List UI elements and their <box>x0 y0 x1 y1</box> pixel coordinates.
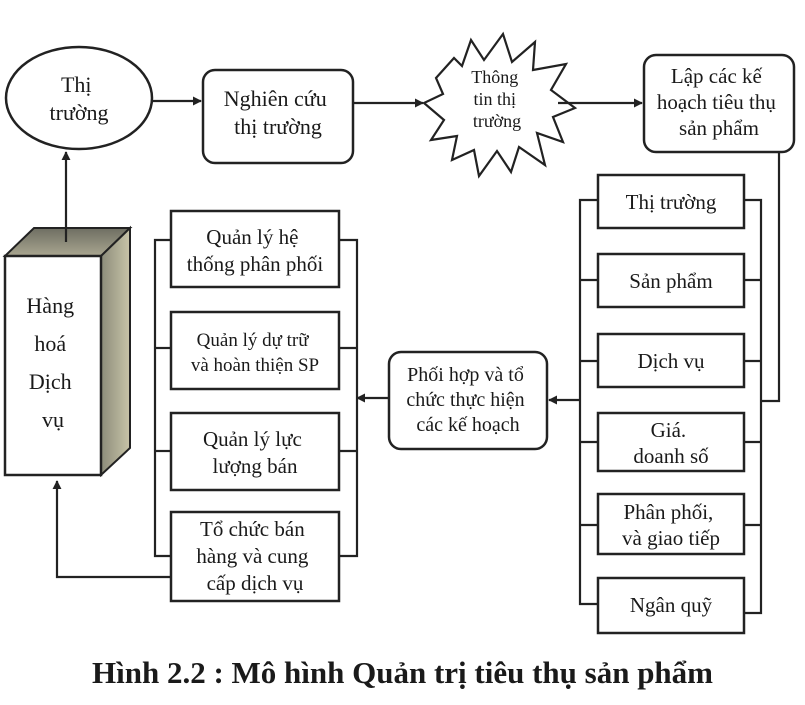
right-item-label-2: Sản phẩm <box>629 269 712 293</box>
right-item-box-3 <box>596 332 746 389</box>
market-label: Thị trường <box>50 72 109 125</box>
info-burst <box>421 31 578 179</box>
left-item-box-3 <box>169 411 341 492</box>
info-label: Thông tin thị trường <box>471 67 523 131</box>
right-bracket <box>578 152 781 615</box>
research-box <box>201 68 355 165</box>
left-item-label-4: Tổ chức bán hàng và cung cấp dịch vụ <box>196 517 313 595</box>
coordinate-box <box>387 350 549 451</box>
right-item-label-3: Dịch vụ <box>637 349 705 373</box>
left-item-box-1 <box>169 209 341 289</box>
plan-box <box>642 53 796 154</box>
market-ellipse <box>4 45 154 151</box>
left-item-box-2 <box>169 310 341 391</box>
left-item-label-2: Quản lý dự trữ và hoàn thiện SP <box>191 330 319 376</box>
right-item-label-1: Thị trường <box>626 190 717 214</box>
left-bracket <box>153 238 359 558</box>
right-item-label-4: Giá. doanh số <box>633 418 709 468</box>
figure-caption: Hình 2.2 : Mô hình Quản trị tiêu thụ sản… <box>91 655 713 690</box>
right-item-box-4 <box>596 411 746 473</box>
goods-block-side <box>100 225 131 478</box>
research-label: Nghiên cứu thị trường <box>224 86 332 139</box>
right-item-box-1 <box>596 173 746 230</box>
goods-block-front <box>3 254 103 477</box>
coordinate-label: Phối hợp và tổ chức thực hiện các kế hoạ… <box>406 364 529 436</box>
right-item-label-6: Ngân quỹ <box>630 593 713 617</box>
arrow-left-to-goods <box>52 480 171 579</box>
right-item-label-5: Phân phối, và giao tiếp <box>622 500 720 550</box>
right-item-box-6 <box>596 576 746 635</box>
left-item-label-3: Quản lý lực lượng bán <box>203 427 307 478</box>
left-item-label-1: Quản lý hệ thống phân phối <box>187 225 324 276</box>
right-item-box-5 <box>596 492 746 556</box>
goods-label: Hàng hoá Dịch vụ <box>26 293 79 432</box>
plan-label: Lập các kế hoạch tiêu thụ sản phẩm <box>657 64 781 140</box>
